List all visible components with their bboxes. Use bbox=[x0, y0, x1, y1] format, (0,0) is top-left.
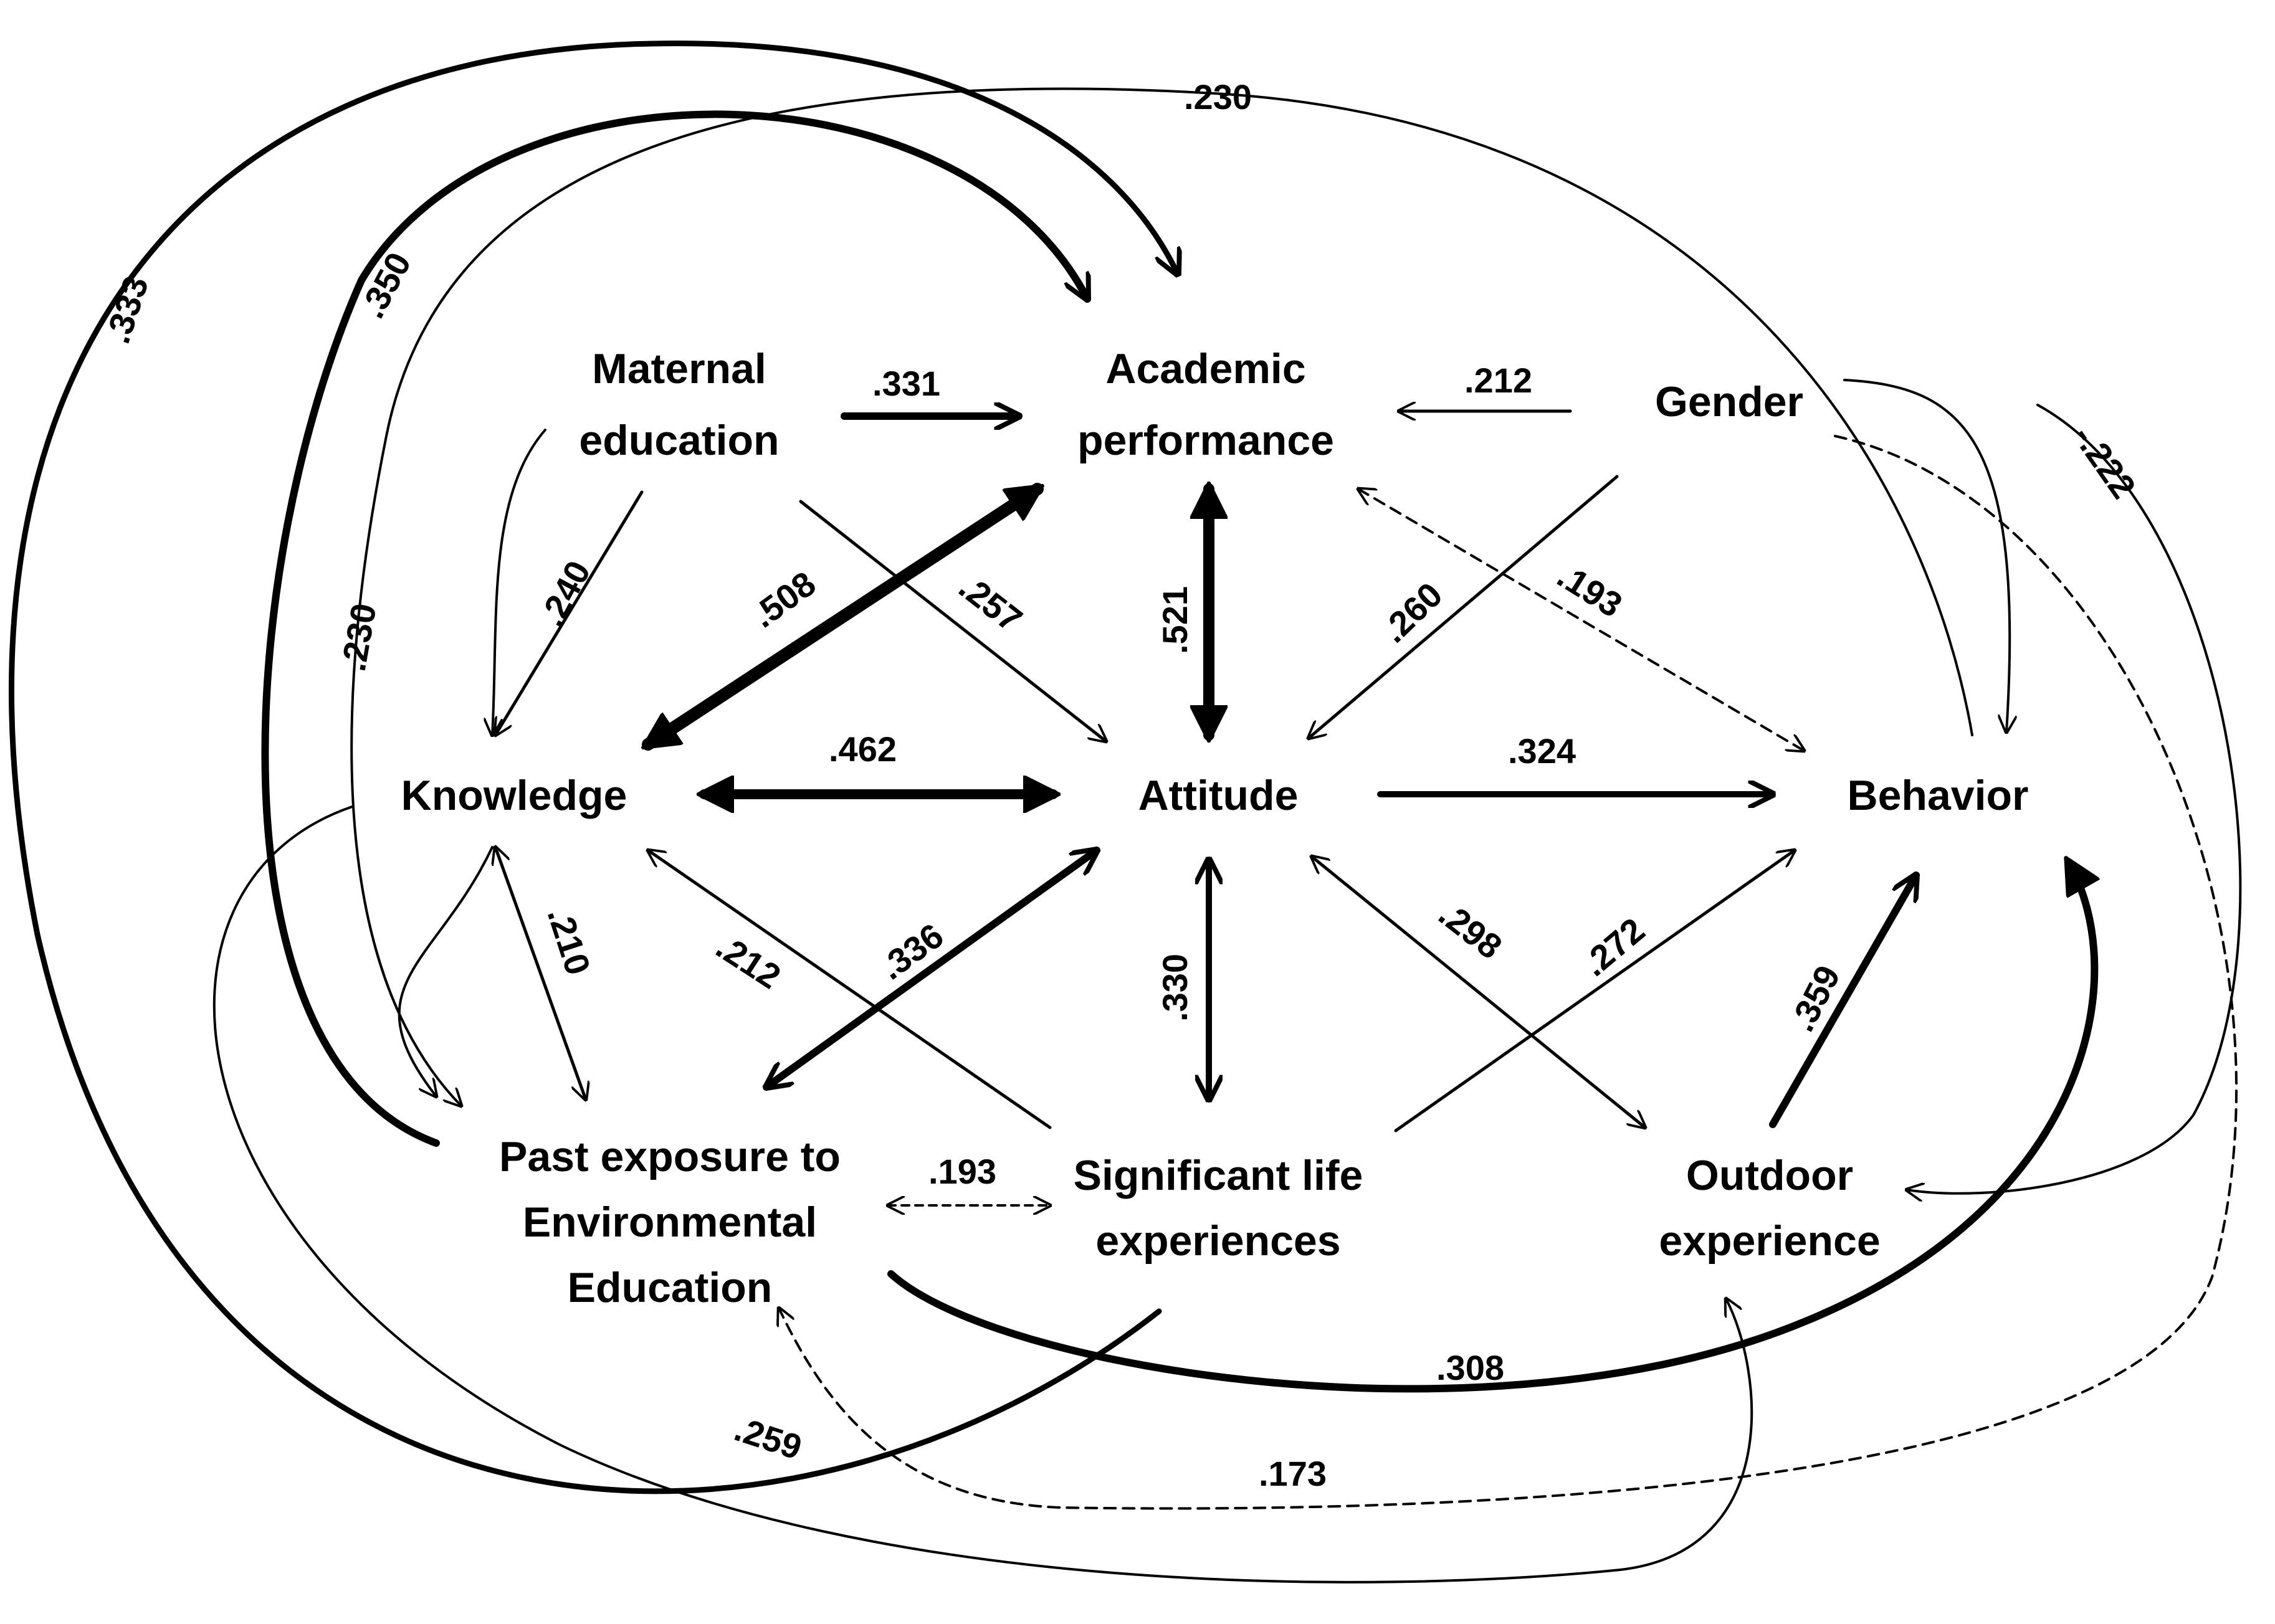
node-gender: Gender bbox=[1655, 378, 1803, 425]
edge-behavior-to-past bbox=[350, 87, 1973, 1106]
svg-text:Education: Education bbox=[568, 1264, 773, 1311]
label-maternal-to-past: .230 bbox=[333, 601, 384, 674]
edge-significant-to-past bbox=[398, 846, 494, 1096]
svg-text:Outdoor: Outdoor bbox=[1686, 1152, 1853, 1199]
edge-knowledge-past bbox=[495, 847, 586, 1099]
edge-gender-to-past bbox=[779, 435, 2238, 1510]
label-behavior-to-past: .230 bbox=[1184, 77, 1252, 116]
label-maternal-to-academic: .331 bbox=[872, 364, 940, 403]
node-significant-life-experiences: Significant life experiences bbox=[1074, 1152, 1363, 1265]
node-maternal-education: Maternal education bbox=[579, 345, 779, 464]
label-past-to-behavior: .308 bbox=[1436, 1348, 1504, 1387]
label-knowledge-to-outdoor: .259 bbox=[730, 1408, 806, 1467]
label-outdoor-to-academic: .333 bbox=[97, 272, 156, 348]
svg-text:experiences: experiences bbox=[1095, 1217, 1340, 1265]
svg-text:Gender: Gender bbox=[1655, 378, 1803, 425]
label-attitude-to-behavior: .324 bbox=[1508, 731, 1576, 771]
label-attitude-outdoor: .298 bbox=[1432, 894, 1510, 967]
node-academic-performance: Academic performance bbox=[1077, 345, 1334, 464]
edge-attitude-outdoor bbox=[1312, 857, 1645, 1128]
edge-academic-behavior bbox=[1358, 489, 1804, 751]
edge-attitude-past bbox=[766, 850, 1097, 1087]
node-outdoor-experience: Outdoor experience bbox=[1659, 1152, 1880, 1265]
label-past-significant: .193 bbox=[928, 1152, 996, 1191]
edge-significant-to-knowledge bbox=[648, 850, 1052, 1129]
label-academic-behavior: .193 bbox=[1551, 556, 1629, 625]
edge-outdoor-to-behavior bbox=[1769, 875, 1916, 1128]
edge-knowledge-academic bbox=[648, 483, 1037, 751]
svg-text:Environmental: Environmental bbox=[523, 1199, 817, 1246]
edge-significant-to-behavior bbox=[1394, 850, 1795, 1133]
svg-text:Academic: Academic bbox=[1105, 345, 1305, 392]
label-attitude-significant: .330 bbox=[1155, 954, 1195, 1022]
label-knowledge-past: .210 bbox=[540, 903, 599, 979]
node-knowledge: Knowledge bbox=[401, 772, 627, 819]
edge-maternal-to-past bbox=[492, 429, 546, 735]
svg-text:education: education bbox=[579, 417, 779, 464]
label-attitude-past: .336 bbox=[872, 916, 950, 987]
label-academic-attitude: .521 bbox=[1155, 586, 1195, 654]
edge-past-to-academic bbox=[261, 110, 1087, 1147]
svg-text:Past exposure to: Past exposure to bbox=[499, 1133, 841, 1180]
node-past-exposure: Past exposure to Environmental Education bbox=[499, 1133, 841, 1311]
svg-text:Behavior: Behavior bbox=[1848, 772, 2029, 819]
label-significant-to-behavior: .272 bbox=[1575, 910, 1652, 984]
node-behavior: Behavior bbox=[1848, 772, 2029, 819]
edge-maternal-to-knowledge bbox=[495, 490, 644, 735]
node-attitude: Attitude bbox=[1138, 772, 1299, 819]
edge-gender-to-behavior bbox=[1843, 379, 2010, 732]
label-gender-to-past: .173 bbox=[1259, 1454, 1327, 1493]
label-knowledge-attitude: .462 bbox=[829, 729, 897, 769]
edge-gender-to-attitude bbox=[1309, 475, 1619, 738]
label-outdoor-to-behavior: .359 bbox=[1782, 959, 1848, 1038]
label-gender-to-attitude: .260 bbox=[1374, 575, 1450, 650]
svg-text:performance: performance bbox=[1077, 417, 1334, 464]
svg-text:Knowledge: Knowledge bbox=[401, 772, 627, 819]
svg-text:experience: experience bbox=[1659, 1217, 1880, 1265]
edge-outdoor-to-academic bbox=[9, 40, 1178, 1494]
svg-text:Significant life: Significant life bbox=[1074, 1152, 1363, 1199]
label-gender-to-academic: .212 bbox=[1464, 361, 1532, 400]
edge-past-to-behavior bbox=[887, 863, 2094, 1393]
svg-text:Maternal: Maternal bbox=[592, 345, 766, 392]
label-maternal-to-knowledge: .240 bbox=[532, 554, 598, 633]
label-knowledge-academic: .508 bbox=[745, 564, 823, 635]
svg-text:Attitude: Attitude bbox=[1138, 772, 1299, 819]
edge-knowledge-to-outdoor bbox=[212, 805, 1753, 1584]
edge-gender-to-outdoor bbox=[1907, 404, 2242, 1194]
